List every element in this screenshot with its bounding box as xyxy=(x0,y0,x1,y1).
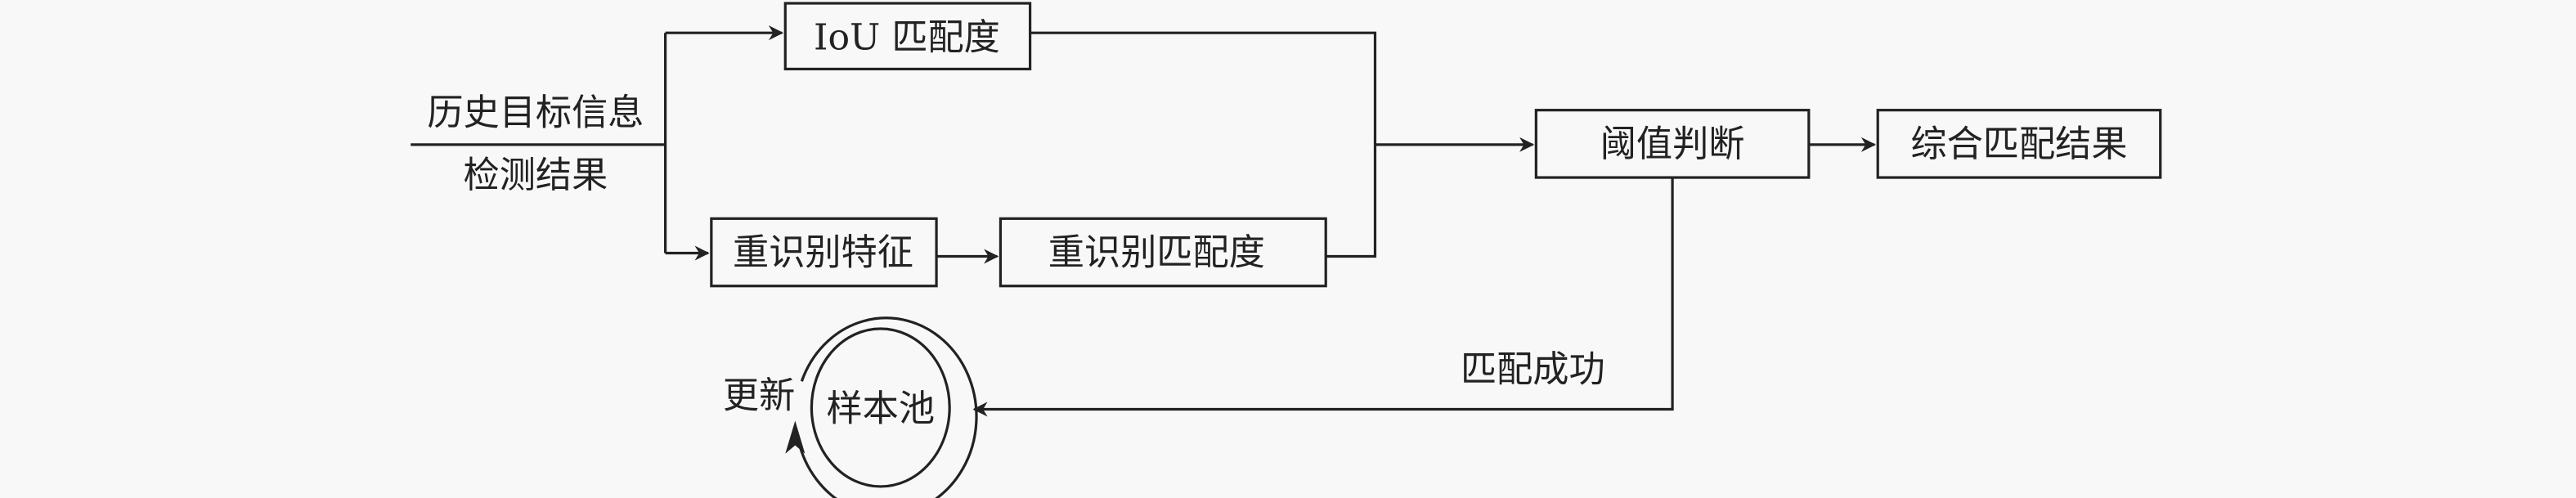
svg-text:IoU 匹配度: IoU 匹配度 xyxy=(814,16,1000,58)
update-loop-arrow xyxy=(793,316,978,498)
svg-text:样本池: 样本池 xyxy=(827,388,936,430)
input-history-label: 历史目标信息 xyxy=(427,92,644,134)
node-reid-match: 重识别匹配度 xyxy=(999,217,1327,288)
input-detection-label: 检测结果 xyxy=(464,155,608,196)
node-result: 综合匹配结果 xyxy=(1876,109,2162,179)
arrow-to-sample-pool xyxy=(972,177,1674,417)
node-reid-feature: 重识别特征 xyxy=(710,217,938,288)
edge-label-update: 更新 xyxy=(723,375,795,416)
edge-label-success: 匹配成功 xyxy=(1461,348,1605,390)
svg-text:重识别特征: 重识别特征 xyxy=(733,232,913,274)
svg-text:阈值判断: 阈值判断 xyxy=(1600,123,1745,165)
svg-text:重识别匹配度: 重识别匹配度 xyxy=(1048,232,1265,274)
node-iou-match: IoU 匹配度 xyxy=(783,2,1032,71)
update-loop-arrowhead xyxy=(785,420,806,454)
merge-connector xyxy=(1030,31,1377,258)
node-threshold: 阈值判断 xyxy=(1534,109,1811,179)
svg-text:综合匹配结果: 综合匹配结果 xyxy=(1910,123,2127,165)
node-sample-pool: 样本池 xyxy=(810,327,951,488)
